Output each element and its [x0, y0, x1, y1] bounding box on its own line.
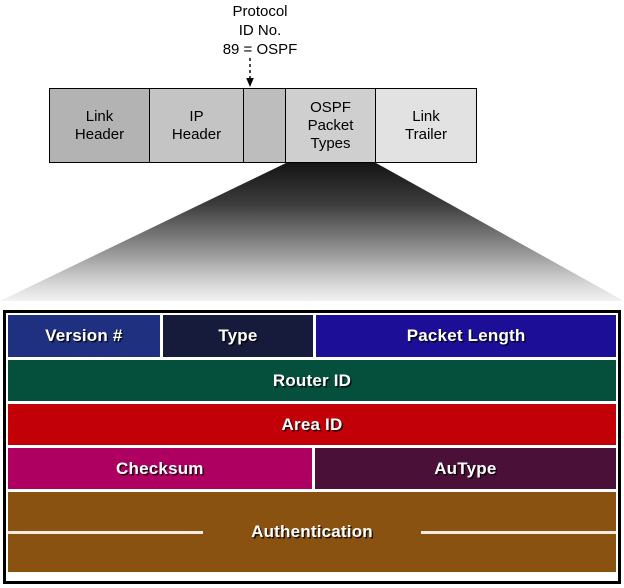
frame-cell-label: OSPF	[310, 98, 351, 116]
frame-cell-label: Packet	[307, 116, 354, 134]
header-field-label: Authentication	[237, 522, 387, 542]
header-field-label: Checksum	[116, 458, 204, 478]
header-field-type: Type	[162, 315, 314, 357]
header-field-area-id: Area ID	[8, 404, 616, 445]
frame-cell-label: Header	[74, 125, 125, 143]
header-field-checksum: Checksum	[8, 448, 312, 489]
frame-cell-label: Types	[310, 134, 351, 152]
header-field-label: AuType	[434, 458, 497, 478]
frame-cell-label: Link	[85, 107, 114, 125]
header-field-label: Area ID	[281, 414, 343, 434]
frame-cell-label: Link	[412, 107, 440, 125]
auth-rule-left	[8, 531, 203, 534]
expansion-funnel	[0, 163, 624, 301]
annotation-line-2: ID No.	[238, 22, 282, 39]
header-row: Area ID	[8, 404, 616, 445]
header-field-label: Router ID	[272, 370, 352, 390]
header-field-autype: AuType	[314, 448, 616, 489]
frame-cell-label: IP	[189, 107, 204, 125]
annotation-line-3: 89 = OSPF	[222, 41, 298, 58]
header-field-version: Version #	[8, 315, 160, 357]
annotation-line-1: Protocol	[232, 3, 288, 20]
header-field-authentication: Authentication	[8, 492, 616, 572]
header-field-router-id: Router ID	[8, 360, 616, 401]
frame-cell-unlabeled-field	[244, 89, 286, 162]
header-field-label: Packet Length	[406, 326, 526, 345]
header-row: Router ID	[8, 360, 616, 401]
header-field-label: Type	[218, 326, 258, 345]
protocol-id-annotation: Protocol ID No. 89 = OSPF	[190, 2, 330, 59]
frame-cell-label: Header	[171, 125, 222, 143]
frame-cell-label: Trailer	[405, 125, 447, 143]
header-field-packet-length: Packet Length	[316, 315, 616, 357]
header-row: Checksum AuType	[8, 448, 616, 489]
header-field-label: Version #	[45, 326, 123, 345]
header-row: Authentication	[8, 492, 616, 572]
header-row: Version # Type Packet Length	[8, 315, 616, 357]
auth-rule-right	[421, 531, 616, 534]
dashed-down-arrow-icon	[246, 58, 254, 87]
